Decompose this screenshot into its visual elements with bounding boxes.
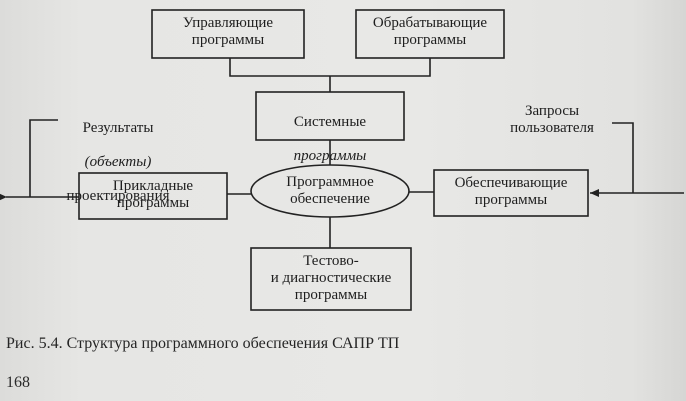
- results-leader-line: [29, 119, 58, 197]
- software-core-label: Программное обеспечение: [286, 174, 374, 207]
- processing-programs-label: Обрабатывающие программы: [372, 15, 488, 48]
- page-number: 168: [6, 374, 30, 391]
- system-programs-label: Системные программы: [256, 97, 404, 165]
- support-programs-label: Обеспечивающие программы: [454, 175, 568, 208]
- test-diagnostic-programs-label: Тестово- и диагностические программы: [270, 253, 392, 303]
- requests-leader-line: [612, 122, 634, 193]
- requests-annotation: Запросы пользователя: [510, 103, 594, 136]
- connector-top-bracket: [229, 58, 431, 77]
- control-programs-box: [151, 9, 305, 59]
- results-line3: проектирования: [66, 188, 170, 204]
- applied-programs-label: Прикладные программы: [112, 178, 194, 211]
- system-programs-line1: Системные: [293, 114, 367, 130]
- software-structure-diagram: Управляющие программы Обрабатывающие про…: [0, 9, 684, 311]
- system-programs-line2: программы: [293, 148, 367, 164]
- figure-caption: Рис. 5.4. Структура программного обеспеч…: [6, 335, 400, 352]
- results-line1: Результаты: [82, 120, 154, 136]
- test-diagnostic-programs-box: [250, 247, 412, 311]
- control-programs-label: Управляющие программы: [182, 15, 274, 48]
- results-annotation: Результаты (объекты) проектирования: [58, 103, 178, 205]
- applied-programs-box: [78, 172, 228, 220]
- results-line2: (объекты): [84, 154, 152, 170]
- support-programs-box: [433, 169, 589, 217]
- diagram-lines: [0, 9, 684, 311]
